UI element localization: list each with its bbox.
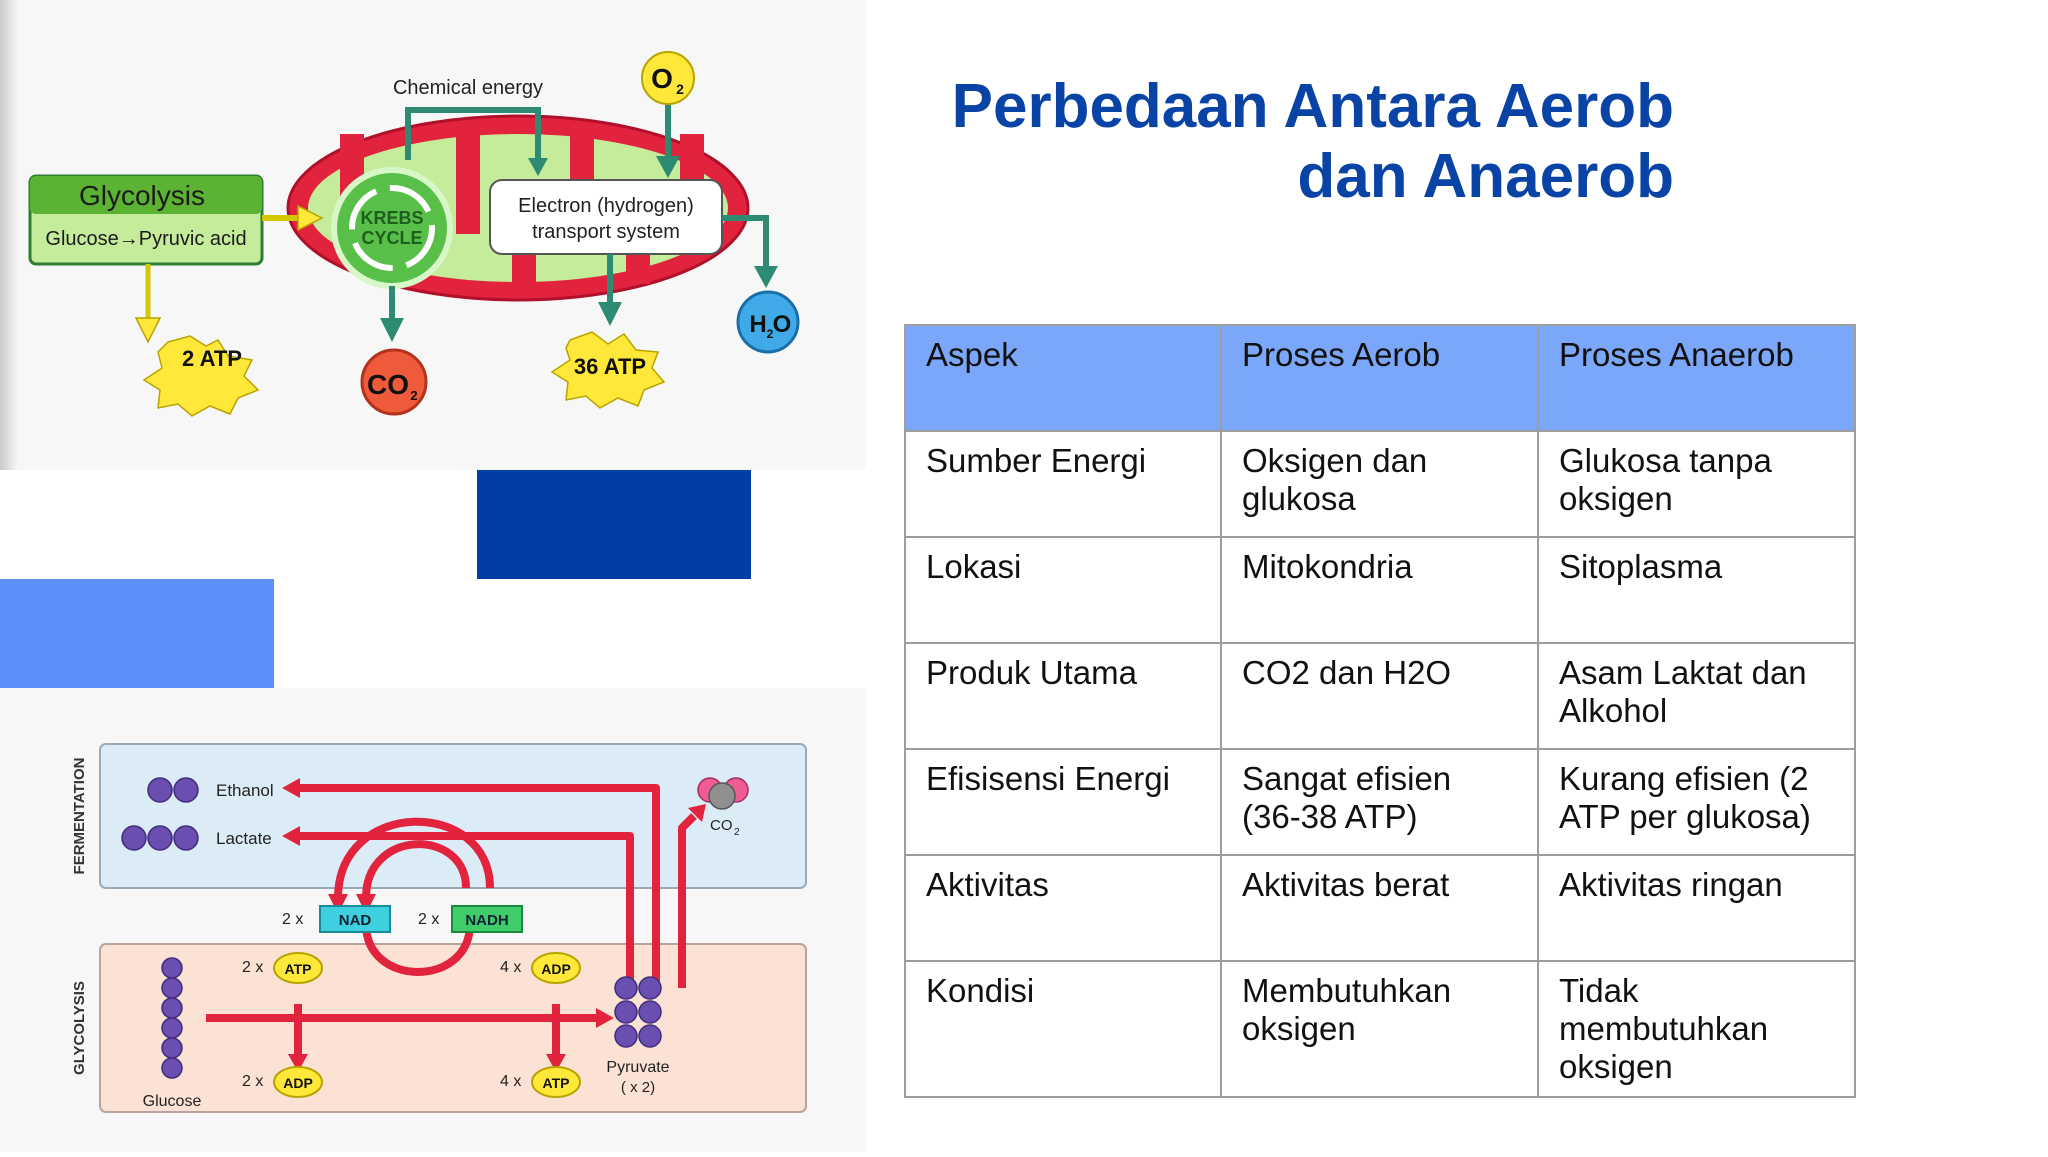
- table-row: Produk Utama CO2 dan H2O Asam Laktat dan…: [904, 642, 1856, 750]
- svg-text:KREBS: KREBS: [360, 208, 423, 228]
- atp-input-badge: [273, 952, 323, 984]
- water-molecule: [736, 290, 800, 354]
- svg-text:( x 2): ( x 2): [621, 1079, 655, 1096]
- table-cell: Membutuhkan oksigen: [1220, 960, 1539, 1098]
- table-cell: Mitokondria: [1220, 536, 1539, 644]
- nadh-badge: [451, 905, 523, 933]
- svg-text:Electron (hydrogen): Electron (hydrogen): [518, 195, 694, 217]
- table-cell: Aktivitas: [904, 854, 1222, 962]
- chemical-energy-label: Chemical energy: [393, 77, 543, 99]
- svg-text:CO: CO: [367, 369, 409, 400]
- svg-text:transport system: transport system: [532, 221, 680, 243]
- table-row: Sumber Energi Oksigen dan glukosa Glukos…: [904, 430, 1856, 538]
- respiration-diagram: Chemical energy O 2 Glycolysis Glucose→P…: [0, 0, 866, 470]
- glycolysis-label: GLYCOLYSIS: [71, 981, 88, 1075]
- svg-text:36 ATP: 36 ATP: [574, 354, 646, 379]
- comparison-table: Aspek Proses Aerob Proses Anaerob Sumber…: [904, 324, 1856, 1098]
- lactate-label: Lactate: [216, 829, 272, 848]
- table-cell: Lokasi: [904, 536, 1222, 644]
- glucose-label: Glucose: [143, 1093, 202, 1110]
- adp-input-badge: [531, 952, 581, 984]
- glycolysis-panel: [99, 943, 807, 1113]
- table-cell: Aktivitas berat: [1220, 854, 1539, 962]
- header-proses-anaerob: Proses Anaerob: [1537, 324, 1856, 432]
- svg-text:4 x: 4 x: [500, 959, 521, 976]
- table-row: Aktivitas Aktivitas berat Aktivitas ring…: [904, 854, 1856, 962]
- ethanol-label: Ethanol: [216, 781, 274, 800]
- table-cell: Tidak membutuhkan oksigen: [1537, 960, 1856, 1098]
- svg-text:ADP: ADP: [283, 1075, 313, 1091]
- glucose-pyruvic-label: Glucose→Pyruvic acid: [45, 228, 246, 250]
- svg-text:2 ATP: 2 ATP: [182, 346, 242, 371]
- table-row: Lokasi Mitokondria Sitoplasma: [904, 536, 1856, 644]
- svg-text:2: 2: [676, 81, 684, 97]
- table-cell: Efisisensi Energi: [904, 748, 1222, 856]
- atp-output-badge: [531, 1066, 581, 1098]
- svg-text:2 x: 2 x: [282, 911, 303, 928]
- svg-text:NADH: NADH: [465, 912, 508, 929]
- slide-title: Perbedaan Antara Aerob dan Anaerob: [870, 72, 1674, 212]
- pyruvate-molecule: [614, 976, 662, 1048]
- svg-text:2 x: 2 x: [418, 911, 439, 928]
- table-cell: Sumber Energi: [904, 430, 1222, 538]
- atp-yield-electron-transport: [550, 331, 666, 409]
- decorative-block-light-blue: [0, 579, 274, 688]
- svg-text:2 x: 2 x: [242, 959, 263, 976]
- header-aspek: Aspek: [904, 324, 1222, 432]
- table-cell: Kondisi: [904, 960, 1222, 1098]
- svg-text:2: 2: [767, 327, 774, 341]
- svg-text:2: 2: [410, 388, 417, 403]
- table-cell: Glukosa tanpa oksigen: [1537, 430, 1856, 538]
- atp-yield-glycolysis: [142, 335, 260, 417]
- carbon-dioxide-molecule: [360, 348, 428, 416]
- svg-text:2: 2: [734, 827, 740, 838]
- nad-badge: [319, 905, 391, 933]
- svg-text:O: O: [651, 63, 673, 94]
- fermentation-label: FERMENTATION: [71, 758, 88, 875]
- table-cell: Sitoplasma: [1537, 536, 1856, 644]
- svg-text:CO: CO: [710, 817, 733, 834]
- table-cell: Aktivitas ringan: [1537, 854, 1856, 962]
- table-cell: Oksigen dan glukosa: [1220, 430, 1539, 538]
- svg-text:NAD: NAD: [339, 912, 372, 929]
- table-cell: Produk Utama: [904, 642, 1222, 750]
- oxygen-molecule: [641, 51, 695, 105]
- svg-text:ATP: ATP: [543, 1075, 570, 1091]
- svg-text:CYCLE: CYCLE: [361, 228, 422, 248]
- fermentation-diagram: FERMENTATION GLYCOLYSIS Ethanol Lactate …: [0, 688, 866, 1152]
- table-cell: Sangat efisien (36-38 ATP): [1220, 748, 1539, 856]
- svg-text:ADP: ADP: [541, 961, 571, 977]
- table-cell: CO2 dan H2O: [1220, 642, 1539, 750]
- slide-title-line-1: Perbedaan Antara Aerob: [951, 72, 1674, 141]
- table-cell: Kurang efisien (2 ATP per glukosa): [1537, 748, 1856, 856]
- table-cell: Asam Laktat dan Alkohol: [1537, 642, 1856, 750]
- slide-title-line-2: dan Anaerob: [1297, 142, 1674, 211]
- table-row: Efisisensi Energi Sangat efisien (36-38 …: [904, 748, 1856, 856]
- svg-text:H: H: [749, 311, 766, 338]
- header-proses-aerob: Proses Aerob: [1220, 324, 1539, 432]
- table-row: Kondisi Membutuhkan oksigen Tidak membut…: [904, 960, 1856, 1098]
- svg-text:O: O: [773, 311, 792, 338]
- svg-text:ATP: ATP: [285, 961, 312, 977]
- decorative-block-dark-blue: [477, 470, 751, 579]
- glucose-molecule: [161, 957, 183, 1079]
- pyruvate-label: Pyruvate: [606, 1059, 669, 1076]
- svg-text:2 x: 2 x: [242, 1073, 263, 1090]
- svg-text:4 x: 4 x: [500, 1073, 521, 1090]
- adp-output-badge: [273, 1066, 323, 1098]
- glycolysis-label: Glycolysis: [79, 180, 205, 211]
- table-header-row: Aspek Proses Aerob Proses Anaerob: [904, 324, 1856, 432]
